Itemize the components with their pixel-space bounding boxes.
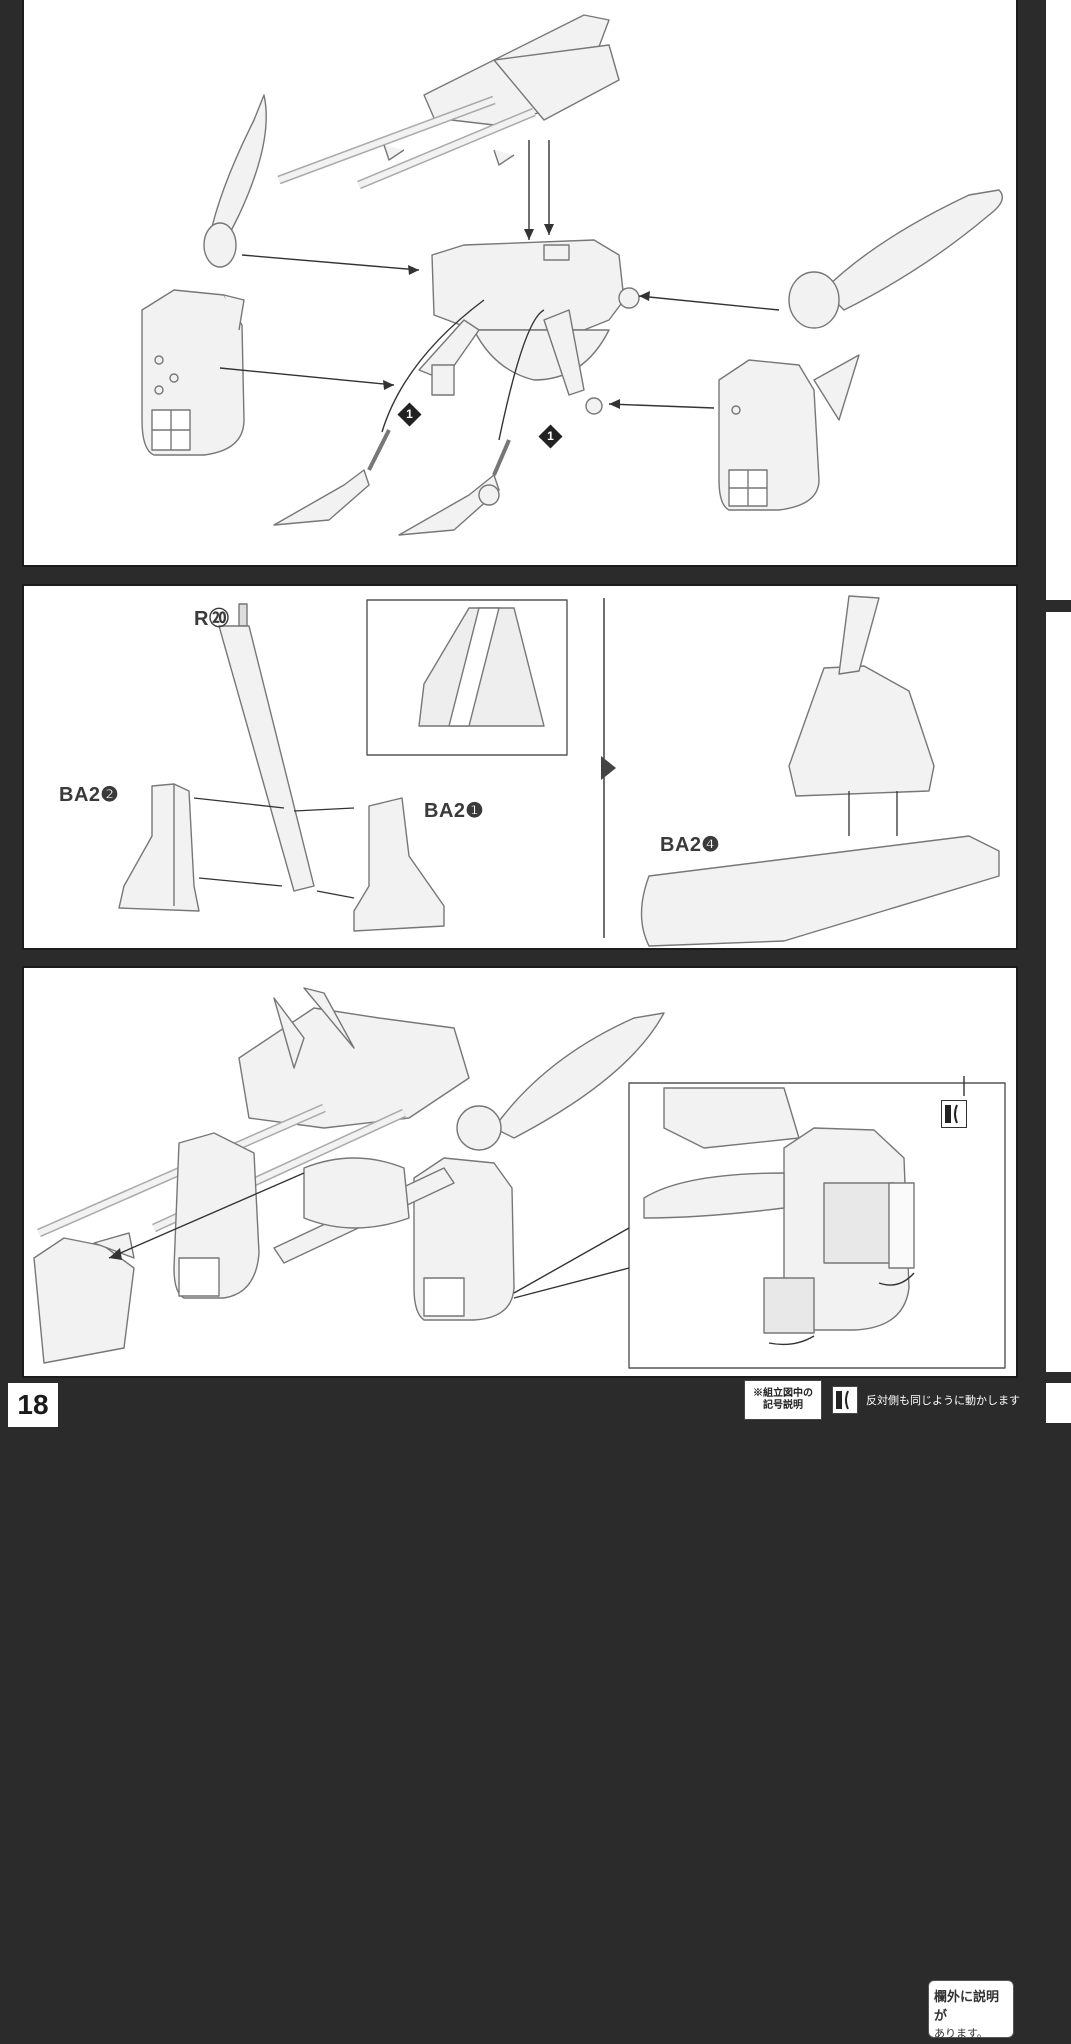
backpack-mount-illustration (33, 987, 1006, 1369)
mirror-action-icon (832, 1386, 858, 1414)
assembly-panel-mount: 欄外に説明が あります。 (22, 966, 1018, 2040)
note-bubble: 欄外に説明が あります。 (928, 1980, 1014, 2040)
part-label-ba2-4: BA2❹ (660, 834, 720, 856)
stand-pole-part (218, 603, 315, 892)
adjacent-page-strip-mid (1046, 612, 1071, 1372)
symbol-legend-label: ※組立図中の 記号説明 (744, 1380, 822, 1420)
assembly-arrows (219, 140, 780, 441)
step-badge-icon: 1 (397, 402, 422, 427)
assembly-panel-top: 1 1 (22, 0, 1018, 567)
adjacent-page-strip-bottom (1046, 1383, 1071, 1423)
symbol-legend-description: 反対側も同じように動かします (866, 1395, 1020, 1407)
mirror-action-icon (941, 1100, 967, 1128)
arrow-heads (383, 224, 650, 409)
assembled-backpack-part (37, 987, 665, 1321)
zoom-inset (366, 599, 568, 756)
part-label-ba2-1: BA2❶ (424, 800, 484, 822)
part-label-r20: R⑳ (194, 608, 230, 630)
thruster-leg-part-right (398, 439, 511, 536)
page-number: 18 (8, 1383, 58, 1427)
stand-illustration (118, 595, 1000, 947)
thruster-leg-part-left (273, 429, 391, 526)
right-propellant-tank-part (718, 354, 860, 511)
step-badge-icon: 1 (538, 424, 563, 449)
twin-cannon-part (277, 14, 620, 190)
stand-base-piece-left (118, 783, 200, 912)
left-wing-part (203, 94, 267, 268)
detail-inset (628, 1082, 1006, 1369)
backpack-exploded-illustration (141, 14, 1003, 536)
stand-base-piece-right (353, 797, 445, 932)
left-propellant-tank-part (141, 289, 245, 456)
assembled-stand-illustration (640, 595, 1000, 947)
backpack-body-part (418, 239, 640, 415)
adjacent-page-strip-top (1046, 0, 1071, 600)
assembly-panel-stand: R⑳ BA2❷ BA2❶ BA2❹ (22, 584, 1018, 950)
right-wing-part (788, 189, 1003, 329)
part-label-ba2-2: BA2❷ (59, 784, 119, 806)
